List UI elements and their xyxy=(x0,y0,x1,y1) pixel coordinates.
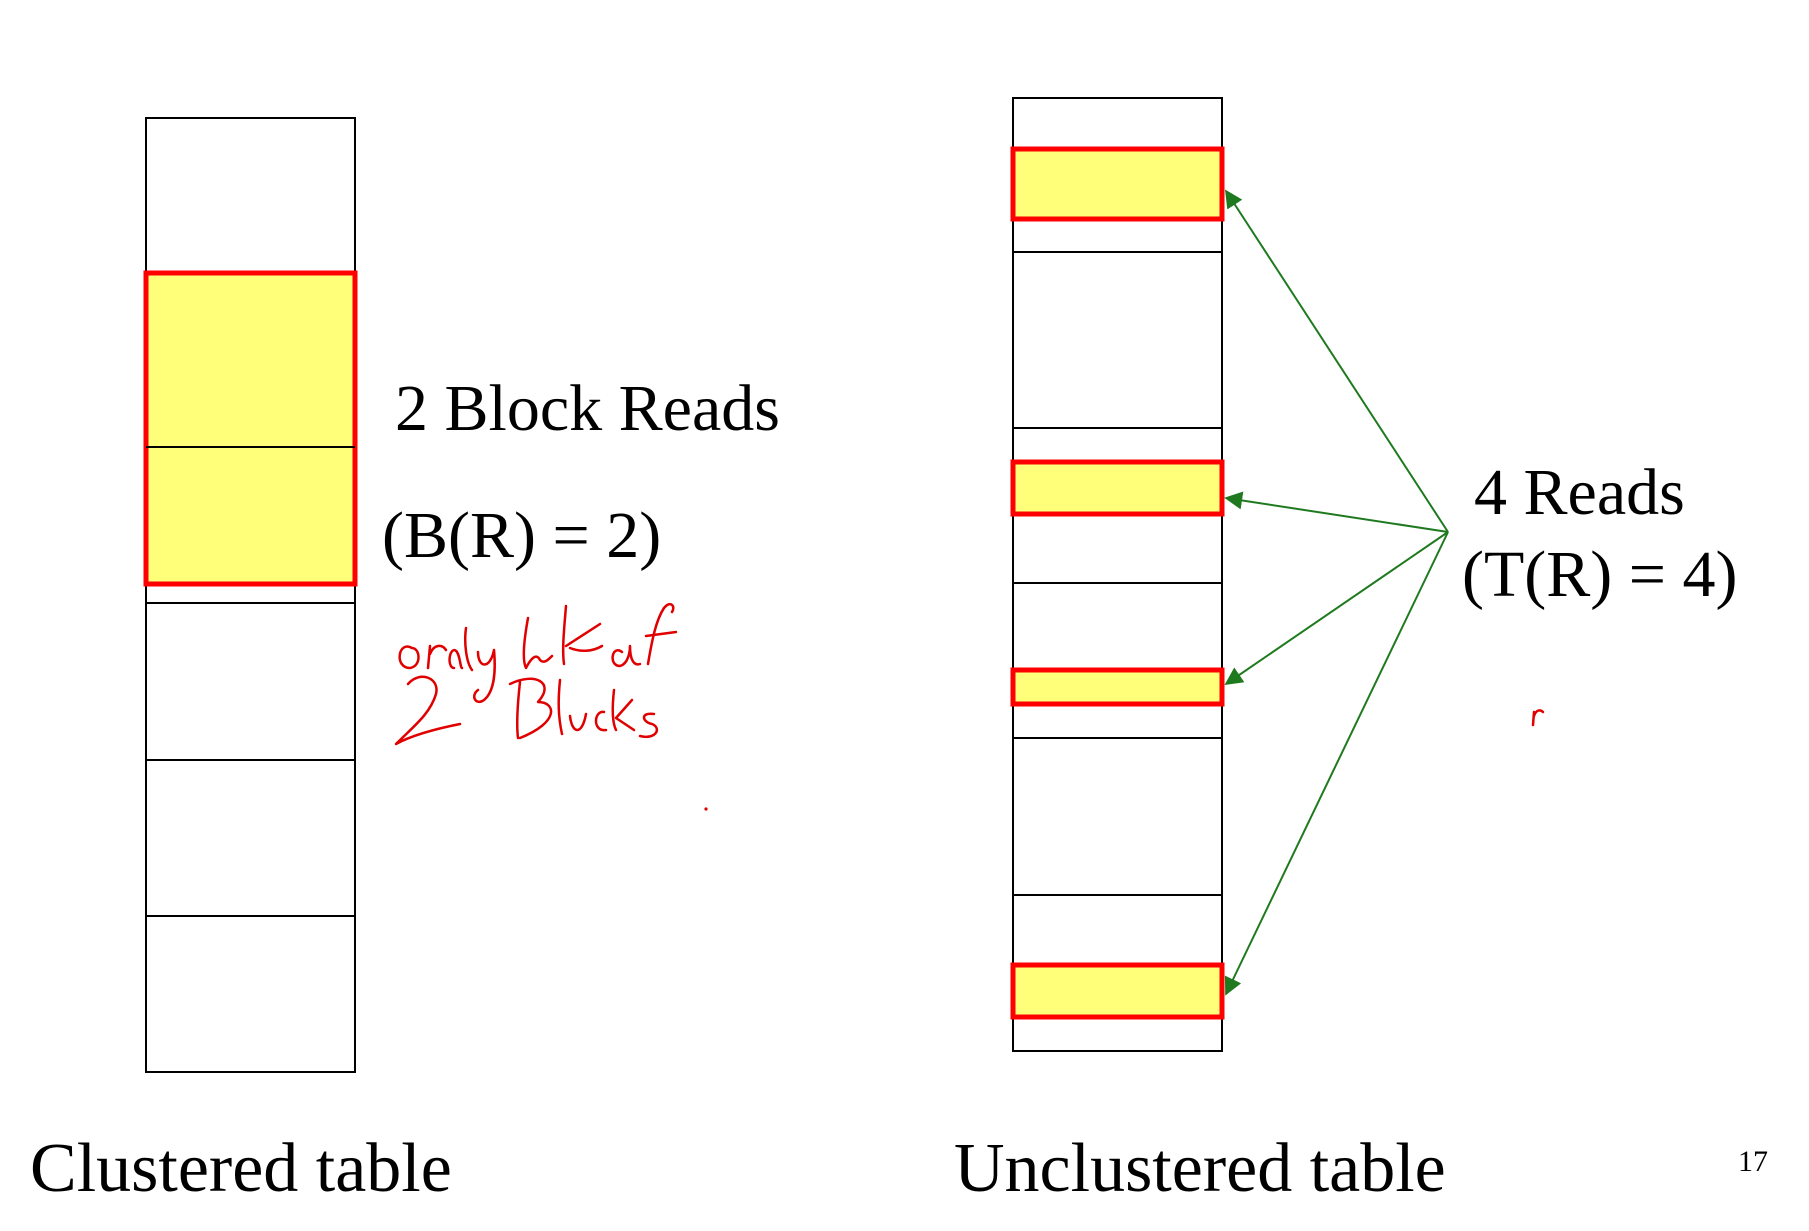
ink-dot xyxy=(704,807,708,811)
ink-stroke xyxy=(638,712,659,739)
unclustered-read-block xyxy=(1010,459,1225,517)
ink-stroke xyxy=(448,648,464,670)
unclustered-read-block xyxy=(1010,962,1225,1020)
ink-stroke xyxy=(473,648,496,704)
clustered-table xyxy=(143,117,358,1073)
unclustered-reads-label: 4 Reads xyxy=(1474,456,1685,529)
slide-number: 17 xyxy=(1738,1145,1768,1178)
ink-stroke xyxy=(398,645,420,670)
unclustered-table-outline xyxy=(1012,97,1223,1052)
handwritten-annotation xyxy=(394,602,708,811)
ink-stroke xyxy=(557,678,564,736)
ink-stroke xyxy=(594,710,608,732)
ink-stroke xyxy=(394,675,462,746)
ink-stroke xyxy=(644,602,678,666)
unclustered-caption: Unclustered table xyxy=(954,1130,1446,1207)
read-arrows xyxy=(1224,189,1449,996)
annotation-line-2: 2 Blocks xyxy=(400,718,476,740)
ink-stroke xyxy=(522,616,554,670)
clustered-caption: Clustered table xyxy=(30,1130,452,1207)
unclustered-table xyxy=(1010,97,1225,1052)
unclustered-read-block xyxy=(1010,667,1225,707)
clustered-read-region xyxy=(143,270,358,587)
ink-stroke xyxy=(611,644,642,668)
unclustered-read-block xyxy=(1010,146,1225,222)
ink-stroke xyxy=(464,626,474,672)
clustered-table-outline xyxy=(145,117,356,1073)
annotation-line-1: only look at xyxy=(400,648,502,670)
ink-stroke xyxy=(611,688,636,732)
ink-stroke xyxy=(561,604,604,666)
read-arrow xyxy=(1224,531,1449,996)
clustered-formula-label: (B(R) = 2) xyxy=(382,499,661,572)
read-arrow xyxy=(1224,491,1449,533)
ink-stroke xyxy=(508,677,553,740)
ink-stroke xyxy=(426,644,448,670)
ink-stroke xyxy=(568,712,588,732)
read-arrow xyxy=(1224,531,1449,686)
ink-stroke xyxy=(1531,709,1545,727)
read-arrow xyxy=(1225,189,1449,533)
clustered-reads-label: 2 Block Reads xyxy=(395,372,780,445)
unclustered-formula-label: (T(R) = 4) xyxy=(1462,538,1737,611)
